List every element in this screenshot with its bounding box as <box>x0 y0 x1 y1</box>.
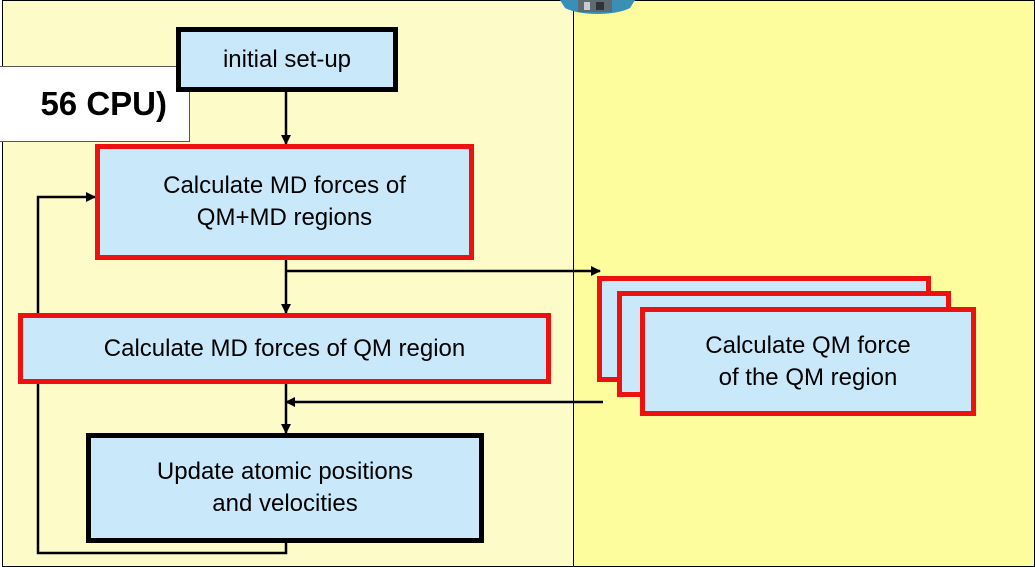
calc-md-qm-label: Calculate MD forces of QM region <box>103 334 466 362</box>
initial-setup-box: initial set-up <box>176 27 398 92</box>
calc-qm-label: Calculate QM force of the QM region <box>705 331 911 391</box>
calc-md-qm-box: Calculate MD forces of QM region <box>18 313 551 384</box>
calc-qm-box: Calculate QM force of the QM region <box>640 307 976 416</box>
update-positions-label: Update atomic positions and velocities <box>156 458 414 517</box>
cpu-count-label: 56 CPU) <box>0 66 190 142</box>
initial-setup-label: initial set-up <box>222 45 352 73</box>
calc-md-qmmd-box: Calculate MD forces of QM+MD regions <box>95 144 474 260</box>
banner-image <box>560 0 635 14</box>
calc-md-qmmd-label: Calculate MD forces of QM+MD regions <box>163 172 406 231</box>
update-positions-box: Update atomic positions and velocities <box>86 433 484 543</box>
cpu-count-text: 56 CPU) <box>40 85 167 122</box>
arrow-loop-back <box>36 192 288 555</box>
